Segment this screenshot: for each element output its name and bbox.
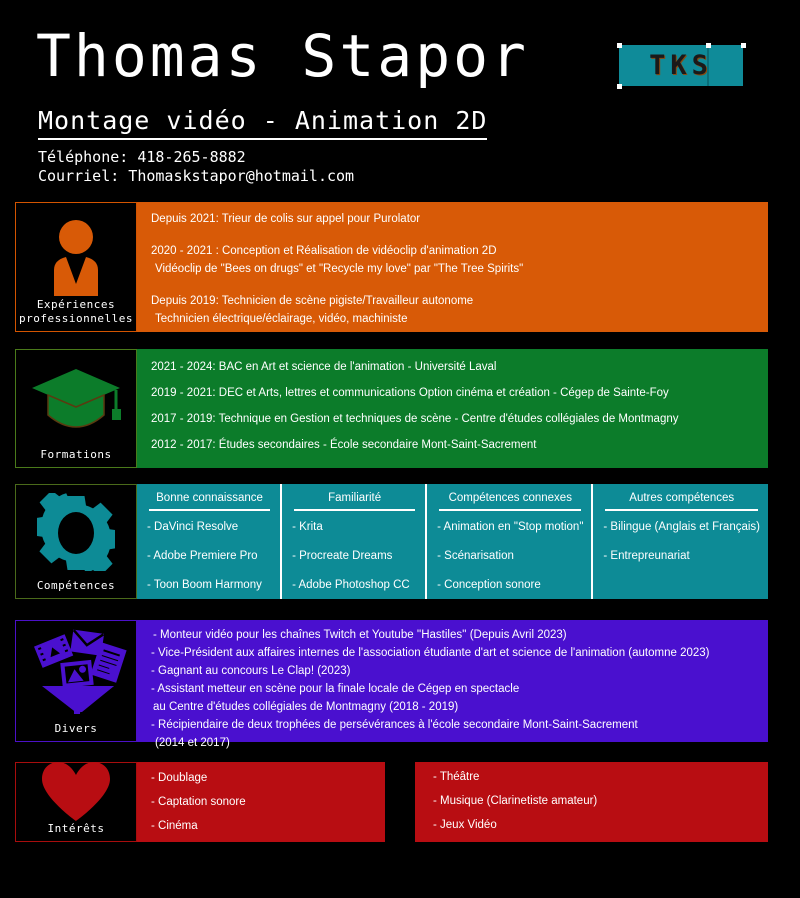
skill-item: - Krita xyxy=(292,521,323,533)
skills-table: Bonne connaissance - DaVinci Resolve - A… xyxy=(137,484,768,599)
experience-line: Depuis 2021: Trieur de colis sur appel p… xyxy=(151,213,421,225)
divers-content: - Monteur vidéo pour les chaînes Twitch … xyxy=(137,620,768,749)
formation-line: 2012 - 2017: Études secondaires - École … xyxy=(151,439,537,451)
tks-logo: TKS xyxy=(619,45,743,86)
logo-handle-top-left xyxy=(617,43,622,48)
skill-column-header: Autres compétences xyxy=(605,491,758,511)
divers-label: Divers xyxy=(54,722,98,735)
divers-line: (2014 et 2017) xyxy=(155,737,230,749)
businessperson-icon xyxy=(16,209,136,305)
section-interets: Intérêts - Doublage - Captation sonore -… xyxy=(15,762,385,842)
skill-item: - DaVinci Resolve xyxy=(147,521,239,533)
interets-icon-box: Intérêts xyxy=(15,762,137,842)
page-title: Thomas Stapor xyxy=(36,22,529,90)
logo-divider xyxy=(707,45,709,86)
divers-line: - Vice-Président aux affaires internes d… xyxy=(151,647,710,659)
skill-item: - Animation en "Stop motion" xyxy=(437,521,584,533)
logo-handle-top-middle xyxy=(706,43,711,48)
funnel-media-icon xyxy=(16,627,136,715)
graduation-cap-icon xyxy=(16,356,136,441)
section-divers: Divers - Monteur vidéo pour les chaînes … xyxy=(15,620,768,749)
section-experience: Expériences professionnelles Depuis 2021… xyxy=(15,202,768,332)
interet-line: - Jeux Vidéo xyxy=(433,819,497,831)
divers-line: - Gagnant au concours Le Clap! (2023) xyxy=(151,665,351,677)
formation-line: 2021 - 2024: BAC en Art et science de l'… xyxy=(151,361,497,373)
email-line: Courriel: Thomaskstapor@hotmail.com xyxy=(38,167,355,185)
formations-icon-box: Formations xyxy=(15,349,137,468)
header: Thomas Stapor TKS Montage vidéo - Animat… xyxy=(0,0,800,195)
interets-content-left: - Doublage - Captation sonore - Cinéma xyxy=(137,762,385,842)
skill-item: - Entrepreunariat xyxy=(603,550,690,562)
heart-icon xyxy=(16,762,136,821)
competences-label: Compétences xyxy=(36,579,116,592)
interet-line: - Captation sonore xyxy=(151,796,246,808)
experience-content: Depuis 2021: Trieur de colis sur appel p… xyxy=(137,202,768,332)
skill-item: - Toon Boom Harmony xyxy=(147,579,262,591)
skill-item: - Conception sonore xyxy=(437,579,541,591)
divers-line: - Monteur vidéo pour les chaînes Twitch … xyxy=(153,629,567,641)
skill-item: - Adobe Photoshop CC xyxy=(292,579,410,591)
gear-icon xyxy=(16,491,136,572)
divers-line: au Centre d'études collégiales de Montma… xyxy=(153,701,459,713)
skill-column: Compétences connexes - Animation en "Sto… xyxy=(425,484,591,599)
formation-line: 2019 - 2021: DEC et Arts, lettres et com… xyxy=(151,387,669,399)
logo-handle-bottom-left xyxy=(617,84,622,89)
experience-line: Technicien électrique/éclairage, vidéo, … xyxy=(155,313,408,325)
experience-line: Vidéoclip de "Bees on drugs" et "Recycle… xyxy=(155,263,524,275)
interet-line: - Cinéma xyxy=(151,820,198,832)
interet-line: - Théâtre xyxy=(433,771,480,783)
divers-line: - Récipiendaire de deux trophées de pers… xyxy=(151,719,638,731)
skill-column: Autres compétences - Bilingue (Anglais e… xyxy=(591,484,768,599)
experience-line: Depuis 2019: Technicien de scène pigiste… xyxy=(151,295,474,307)
formations-content: 2021 - 2024: BAC en Art et science de l'… xyxy=(137,349,768,468)
divers-line: - Assistant metteur en scène pour la fin… xyxy=(151,683,520,695)
formation-line: 2017 - 2019: Technique en Gestion et tec… xyxy=(151,413,679,425)
skill-column: Bonne connaissance - DaVinci Resolve - A… xyxy=(137,484,280,599)
competences-content: Bonne connaissance - DaVinci Resolve - A… xyxy=(137,484,768,599)
experience-icon-box: Expériences professionnelles xyxy=(15,202,137,332)
interet-line: - Doublage xyxy=(151,772,208,784)
tks-logo-text: TKS xyxy=(649,50,713,81)
formations-label: Formations xyxy=(40,448,112,461)
experience-line: 2020 - 2021 : Conception et Réalisation … xyxy=(151,245,497,257)
section-competences: Compétences Bonne connaissance - DaVinci… xyxy=(15,484,768,599)
skill-item: - Procreate Dreams xyxy=(292,550,393,562)
skill-column: Familiarité - Krita - Procreate Dreams -… xyxy=(280,484,425,599)
competences-icon-box: Compétences xyxy=(15,484,137,599)
page-subtitle: Montage vidéo - Animation 2D xyxy=(38,106,488,140)
skill-column-header: Familiarité xyxy=(294,491,416,511)
phone-line: Téléphone: 418-265-8882 xyxy=(38,148,246,166)
skill-column-header: Compétences connexes xyxy=(439,491,582,511)
interets-content-right: - Théâtre - Musique (Clarinetiste amateu… xyxy=(415,762,768,842)
logo-handle-top-right xyxy=(741,43,746,48)
skill-item: - Scénarisation xyxy=(437,550,514,562)
experience-label: Expériences professionnelles xyxy=(19,298,133,325)
skill-item: - Adobe Premiere Pro xyxy=(147,550,258,562)
skill-column-header: Bonne connaissance xyxy=(149,491,271,511)
section-formations: Formations 2021 - 2024: BAC en Art et sc… xyxy=(15,349,768,468)
interet-line: - Musique (Clarinetiste amateur) xyxy=(433,795,598,807)
divers-icon-box: Divers xyxy=(15,620,137,742)
contact-info: Téléphone: 418-265-8882 Courriel: Thomas… xyxy=(38,148,354,186)
skill-item: - Bilingue (Anglais et Français) xyxy=(603,521,760,533)
interets-label: Intérêts xyxy=(47,822,105,835)
